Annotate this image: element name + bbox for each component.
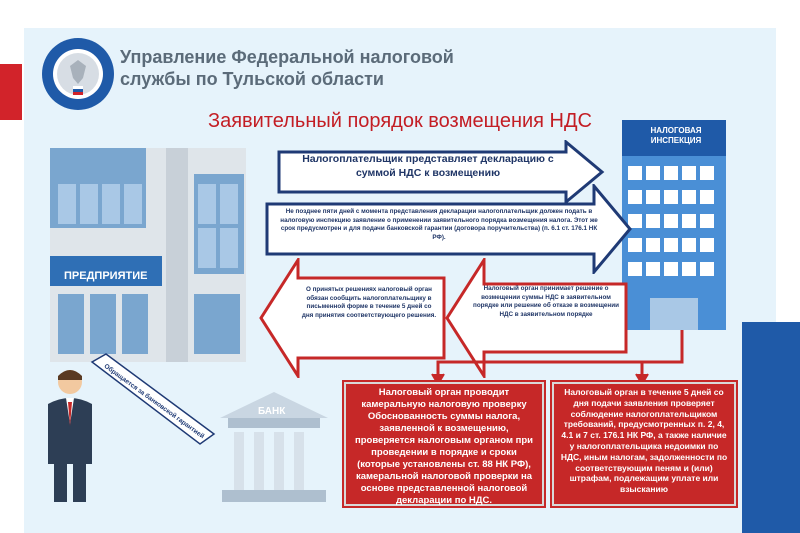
tax-office-label-line1: НАЛОГОВАЯ <box>650 126 702 135</box>
arrow-declaration-shape <box>277 140 605 204</box>
bank-building-icon <box>220 392 328 502</box>
organization-name-line1: Управление Федеральной налоговой <box>120 47 454 67</box>
arrow-notify-text: О принятых решениях налоговый орган обяз… <box>301 286 437 319</box>
tax-office-sign: НАЛОГОВАЯ ИНСПЕКЦИЯ <box>634 126 718 146</box>
desk-audit-box: Налоговый орган проводит камеральную нал… <box>342 380 546 508</box>
enterprise-building-icon <box>48 144 248 362</box>
tax-office-building-icon <box>622 120 726 330</box>
organization-name: Управление Федеральной налоговой службы … <box>120 46 460 90</box>
businessman-icon <box>48 370 92 502</box>
enterprise-label: ПРЕДПРИЯТИЕ <box>64 270 148 282</box>
left-red-accent <box>0 64 22 120</box>
guarantee-banner <box>90 353 216 445</box>
tax-office-label-line2: ИНСПЕКЦИЯ <box>650 136 702 145</box>
five-days-check-box: Налоговый орган в течение 5 дней со дня … <box>550 380 738 508</box>
connector-lines <box>431 330 684 386</box>
page-title: Заявительный порядок возмещения НДС <box>208 110 592 132</box>
arrow-decision-text: Налоговый орган принимает решение о возм… <box>473 285 619 318</box>
arrow-application-text: Не позднее пяти дней с момента представл… <box>280 208 598 241</box>
bank-label: БАНК <box>258 406 286 417</box>
arrow-declaration-text: Налогоплательщик представляет декларацию… <box>302 153 554 179</box>
arrow-decision-shape <box>445 258 628 378</box>
arrow-application-shape <box>265 184 632 274</box>
arrow-notify-shape <box>259 258 446 378</box>
fns-emblem-icon <box>42 38 114 110</box>
right-blue-accent <box>742 322 800 533</box>
organization-name-line2: службы по Тульской области <box>120 69 384 89</box>
